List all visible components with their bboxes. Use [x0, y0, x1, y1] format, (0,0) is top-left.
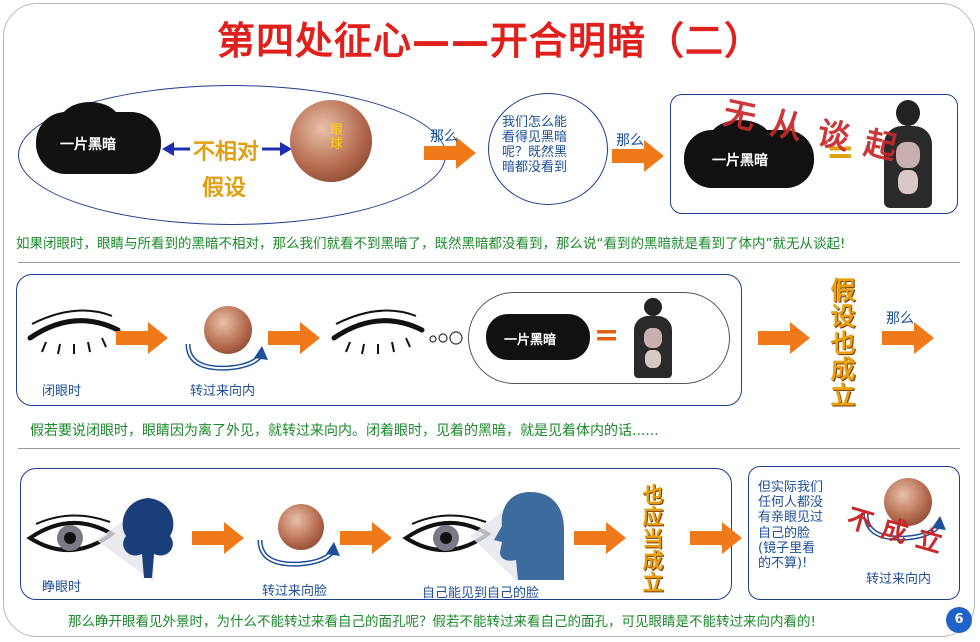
then-label: 那么	[616, 133, 644, 149]
head-silhouette-icon	[494, 492, 564, 580]
arrow-right	[340, 522, 392, 554]
closed-eye-icon	[331, 309, 425, 355]
thought-cloud	[468, 292, 730, 384]
dark-cloud	[486, 314, 590, 360]
dark-cloud-label: 一片黑暗	[712, 153, 768, 169]
turn-inward-label: 转过来向内	[190, 384, 256, 399]
arrow-right	[612, 140, 664, 172]
dark-cloud-puff	[60, 102, 120, 142]
question-circle	[488, 93, 608, 205]
result-box	[670, 94, 958, 214]
tree-icon	[122, 498, 174, 578]
eyeball-diagram	[290, 100, 372, 182]
reality-text: 但实际我们任何人都没有亲眼见过自己的脸(镜子里看的不算)!	[758, 480, 824, 572]
not-relative-label: 不相对	[190, 134, 263, 166]
turn-face-label: 转过来向脸	[262, 584, 328, 599]
should-hold-label: 也应当成立	[642, 483, 664, 596]
hypothesis-label: 假设	[202, 176, 247, 201]
dark-cloud-label: 一片黑暗	[60, 137, 116, 153]
turn-arrow-icon	[185, 343, 268, 371]
thought-bubbles-icon	[429, 331, 463, 345]
row1-caption: 如果闭眼时，眼睛与所看到的黑暗不相对，那么我们就看不到黑暗了，既然黑暗都没看到，…	[16, 236, 846, 252]
arrow-right	[758, 322, 810, 354]
row3-caption: 那么睁开眼看见外景时，为什么不能转过来看自己的面孔呢？假若不能转过来看自己的面孔…	[68, 614, 816, 630]
page-number-badge: 6	[946, 607, 972, 633]
arrow-right	[574, 522, 626, 554]
open-eye-label: 睁眼时	[42, 580, 82, 595]
slide-title: 第四处征心——开合明暗（二）	[216, 19, 763, 63]
turn-arrow-icon	[257, 539, 340, 567]
body-silhouette	[630, 298, 676, 378]
arrow-right	[690, 522, 742, 554]
row2-caption: 假若要说闭眼时，眼睛因为离了外见，就转过来向内。闭着眼时，见着的黑暗，就是见着体…	[30, 423, 659, 439]
divider	[18, 448, 960, 449]
see-face-label: 自己能见到自己的脸	[422, 586, 540, 601]
hypothesis-holds-label: 假设也成立	[830, 276, 856, 410]
eyeball-icon	[884, 478, 932, 526]
equals-sign: =	[594, 318, 620, 353]
eyeball-icon	[204, 306, 252, 354]
body-silhouette	[880, 100, 936, 208]
question-text: 我们怎么能看得见黑暗呢？既然黑暗都没看到	[502, 115, 568, 175]
arrow-right	[192, 522, 244, 554]
reality-box	[748, 466, 960, 600]
then-label: 那么	[886, 311, 914, 327]
eyeball-label: 眼球	[330, 123, 344, 153]
divider	[18, 262, 960, 263]
slide-frame	[3, 3, 975, 637]
arrow-right	[424, 137, 476, 169]
turn-inward-label: 转过来向内	[866, 572, 932, 587]
turn-arrow-icon	[863, 513, 946, 541]
open-eye-icon	[26, 514, 116, 552]
closed-eye-label: 闭眼时	[42, 384, 82, 399]
arrow-right	[268, 322, 320, 354]
dark-cloud-label: 一片黑暗	[504, 333, 557, 348]
arrow-right	[116, 322, 168, 354]
equals-sign: =	[826, 132, 855, 172]
row2-box	[16, 274, 742, 406]
closed-eye-icon	[27, 309, 121, 355]
arrow-right	[882, 322, 934, 354]
then-label: 那么	[430, 129, 458, 145]
dark-cloud-puff	[710, 120, 770, 156]
eyeball-icon	[278, 504, 324, 550]
